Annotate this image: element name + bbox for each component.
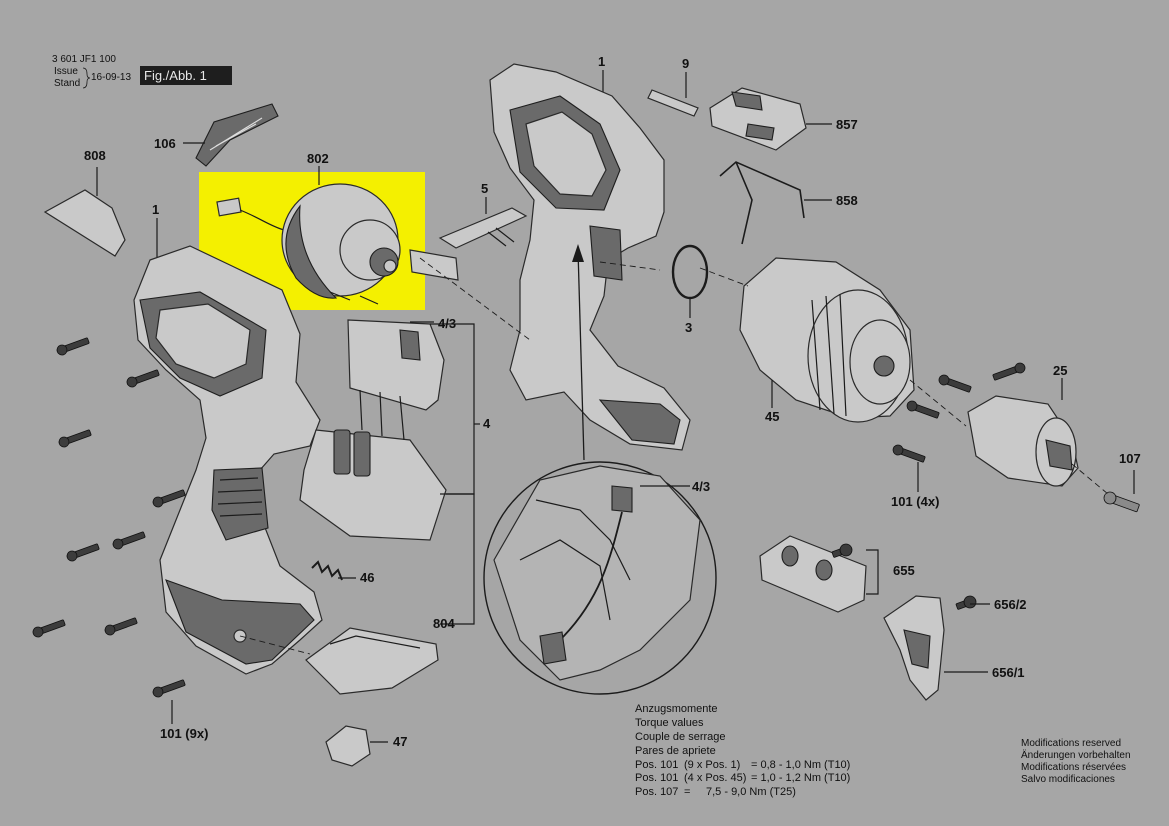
stand-label: Stand bbox=[54, 78, 80, 89]
part-45-gearbox: 45 bbox=[739, 257, 915, 424]
part-1-housing-right: 1 bbox=[489, 54, 691, 451]
part-655-bracket: 655 bbox=[759, 535, 915, 613]
assembly-guide-lines bbox=[239, 257, 1109, 655]
torque-row1-qualifier: (9 x Pos. 1) bbox=[684, 759, 740, 771]
part-106-grip-insert: 106 bbox=[154, 103, 279, 167]
part-47: 47 bbox=[325, 725, 407, 767]
label-655: 655 bbox=[893, 563, 915, 578]
part-4-switch-electronics: 4 4/3 bbox=[299, 249, 491, 541]
notice-de: Änderungen vorbehalten bbox=[1021, 749, 1131, 761]
label-101-right: 101 (4x) bbox=[891, 494, 939, 509]
torque-row2-value: = 1,0 - 1,2 Nm (T10) bbox=[751, 772, 850, 784]
label-107: 107 bbox=[1119, 451, 1141, 466]
torque-heading-es: Pares de apriete bbox=[635, 745, 716, 757]
part-656-belt-clip: 656/2 656/1 bbox=[883, 595, 1027, 701]
torque-row3-value: 7,5 - 9,0 Nm (T25) bbox=[706, 786, 796, 798]
part-46-spring: 46 bbox=[311, 560, 374, 585]
label-656-2: 656/2 bbox=[994, 597, 1027, 612]
label-858: 858 bbox=[836, 193, 858, 208]
label-9: 9 bbox=[682, 56, 689, 71]
label-5: 5 bbox=[481, 181, 488, 196]
part-5: 5 bbox=[438, 181, 528, 249]
label-1-left: 1 bbox=[152, 202, 159, 217]
header-block: 3 601 JF1 100 Issue Stand 16-09-13 Fig./… bbox=[52, 54, 232, 89]
label-45: 45 bbox=[765, 409, 779, 424]
label-3: 3 bbox=[685, 320, 692, 335]
label-4: 4 bbox=[483, 416, 491, 431]
notice-en: Modifications reserved bbox=[1021, 738, 1121, 749]
doc-number: 3 601 JF1 100 bbox=[52, 54, 116, 65]
label-106: 106 bbox=[154, 136, 176, 151]
torque-row1-value: = 0,8 - 1,0 Nm (T10) bbox=[751, 759, 850, 771]
figure-label: Fig./Abb. 1 bbox=[144, 68, 207, 83]
torque-values-block: Anzugsmomente Torque values Couple de se… bbox=[635, 703, 850, 798]
torque-heading-de: Anzugsmomente bbox=[635, 703, 718, 715]
part-804-battery-contact: 804 bbox=[305, 493, 475, 695]
label-804: 804 bbox=[433, 616, 455, 631]
notice-es: Salvo modificaciones bbox=[1021, 774, 1115, 785]
torque-heading-en: Torque values bbox=[635, 717, 704, 729]
issue-date: 16-09-13 bbox=[91, 72, 131, 83]
label-1-right: 1 bbox=[598, 54, 605, 69]
screws-101-left: 101 (9x) bbox=[32, 337, 208, 741]
torque-row2-label: Pos. 101 bbox=[635, 772, 678, 784]
label-802: 802 bbox=[307, 151, 329, 166]
part-1-housing-left: 1 bbox=[133, 202, 323, 675]
modifications-notice: Modifications reserved Änderungen vorbeh… bbox=[1021, 738, 1131, 785]
label-47: 47 bbox=[393, 734, 407, 749]
screws-101-right: 101 (4x) bbox=[891, 362, 1026, 509]
torque-row3-qualifier: = bbox=[684, 786, 690, 798]
part-858-wire-spring: 858 bbox=[719, 161, 858, 245]
label-808: 808 bbox=[84, 148, 106, 163]
torque-row1-label: Pos. 101 bbox=[635, 759, 678, 771]
part-808-label-plate: 808 bbox=[43, 148, 126, 257]
label-46: 46 bbox=[360, 570, 374, 585]
label-101-left: 101 (9x) bbox=[160, 726, 208, 741]
label-656-1: 656/1 bbox=[992, 665, 1025, 680]
issue-label: Issue bbox=[54, 66, 78, 77]
torque-heading-fr: Couple de serrage bbox=[635, 731, 726, 743]
label-857: 857 bbox=[836, 117, 858, 132]
figure-label-box bbox=[140, 66, 232, 85]
label-25: 25 bbox=[1053, 363, 1067, 378]
label-4-3-top: 4/3 bbox=[438, 316, 456, 331]
detail-callout-circle: 4/3 bbox=[483, 244, 717, 695]
notice-fr: Modifications réservées bbox=[1021, 762, 1126, 773]
part-3-ring: 3 bbox=[671, 244, 709, 335]
part-25-chuck: 25 bbox=[967, 363, 1079, 487]
part-107-screw: 107 bbox=[1103, 451, 1141, 513]
torque-row2-qualifier: (4 x Pos. 45) bbox=[684, 772, 746, 784]
part-857-selector: 857 bbox=[709, 87, 858, 151]
label-4-3-detail: 4/3 bbox=[692, 479, 710, 494]
part-9-strip: 9 bbox=[647, 56, 699, 117]
torque-row3-label: Pos. 107 bbox=[635, 786, 678, 798]
